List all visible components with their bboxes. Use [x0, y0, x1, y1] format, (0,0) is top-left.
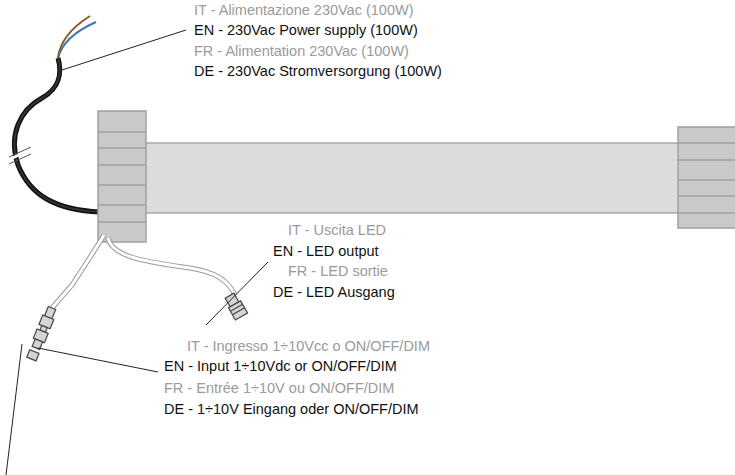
- signal-and-led-cables: [52, 235, 235, 308]
- callout-label: EN - Input 1÷10Vdc or ON/OFF/DIM: [163, 358, 398, 375]
- left-end-cap: [98, 111, 146, 242]
- callout-label: IT - Uscita LED: [287, 222, 387, 239]
- right-end-cap: [678, 127, 735, 228]
- callout-label: EN - 230Vac Power supply (100W): [193, 22, 419, 39]
- callout-label: DE - LED Ausgang: [272, 284, 396, 301]
- callout-label: FR - Alimentation 230Vac (100W): [193, 43, 410, 60]
- driver-body: [140, 143, 685, 213]
- led-output-connector: [223, 292, 247, 320]
- callout-label: DE - 230Vac Stromversorgung (100W): [193, 63, 443, 80]
- callout-label: EN - LED output: [272, 243, 380, 260]
- input-connector: [26, 306, 58, 361]
- callout-label: IT - Alimentazione 230Vac (100W): [193, 2, 414, 19]
- callout-label: IT - Ingresso 1÷10Vcc o ON/OFF/DIM: [186, 338, 431, 355]
- callout-label: FR - LED sortie: [287, 263, 389, 280]
- power-cable: [8, 16, 100, 212]
- callout-label: FR - Entrée 1÷10V ou ON/OFF/DIM: [163, 380, 395, 397]
- callout-label: DE - 1÷10V Eingang oder ON/OFF/DIM: [163, 401, 420, 418]
